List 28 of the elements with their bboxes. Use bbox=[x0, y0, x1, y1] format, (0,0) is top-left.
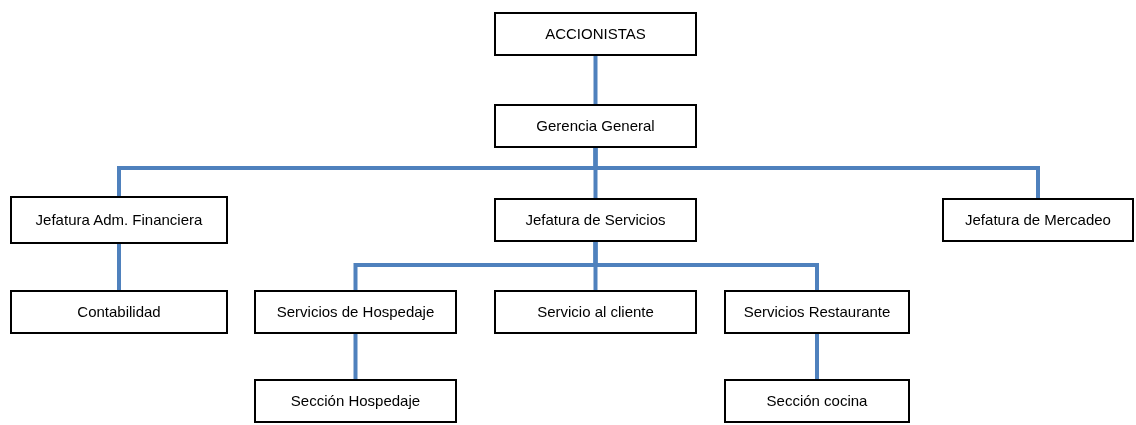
box-label: Servicio al cliente bbox=[537, 303, 654, 321]
box-label: Sección Hospedaje bbox=[290, 392, 421, 410]
connector-line bbox=[593, 148, 1040, 198]
box-label: Servicios de Hospedaje bbox=[276, 303, 435, 321]
box-label: Jefatura de Mercadeo bbox=[965, 211, 1111, 229]
box-label: Sección cocina bbox=[766, 392, 868, 410]
box-label: Contabilidad bbox=[77, 303, 161, 321]
box-label: ACCIONISTAS bbox=[545, 25, 646, 43]
connector-line bbox=[593, 56, 598, 104]
box-label: Jefatura de Servicios bbox=[525, 211, 666, 229]
org-box bbox=[10, 196, 228, 244]
connector-line bbox=[117, 244, 121, 290]
org-box bbox=[724, 379, 910, 423]
org-box bbox=[254, 290, 457, 334]
org-box bbox=[724, 290, 910, 334]
org-box bbox=[494, 104, 697, 148]
org-box bbox=[254, 379, 457, 423]
box-label: Servicios Restaurante bbox=[743, 303, 891, 321]
connector-line bbox=[815, 334, 819, 379]
org-box bbox=[10, 290, 228, 334]
box-label: Jefatura Adm. Financiera bbox=[35, 211, 203, 229]
org-box bbox=[494, 290, 697, 334]
org-box bbox=[942, 198, 1134, 242]
org-box bbox=[494, 12, 697, 56]
box-label: Gerencia General bbox=[536, 117, 655, 135]
org-box bbox=[494, 198, 697, 242]
connector-line bbox=[593, 242, 819, 290]
connector-line bbox=[353, 334, 358, 379]
